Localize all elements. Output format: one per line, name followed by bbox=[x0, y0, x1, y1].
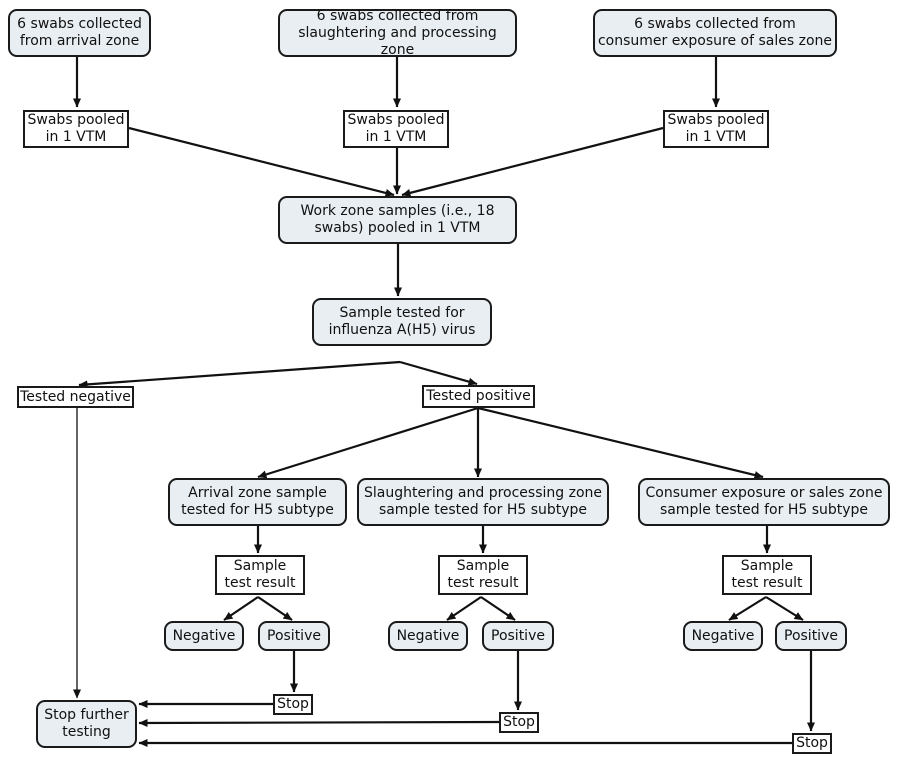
subtype-test-slaughtering: Slaughtering and processing zone sample … bbox=[357, 478, 609, 526]
arrow-result-to-negative-arrival bbox=[223, 596, 259, 621]
result-arrival: Sample test result bbox=[215, 555, 305, 595]
arrow-pool-sales-to-work-zone bbox=[401, 126, 664, 197]
pool-arrival-zone: Swabs pooled in 1 VTM bbox=[23, 110, 129, 148]
tested-positive: Tested positive bbox=[422, 385, 535, 408]
negative-arrival: Negative bbox=[164, 621, 244, 651]
negative-sales: Negative bbox=[683, 621, 763, 651]
positive-slaughtering: Positive bbox=[482, 621, 554, 651]
stop-sales: Stop bbox=[792, 733, 832, 754]
influenza-test: Sample tested for influenza A(H5) virus bbox=[312, 298, 492, 346]
negative-slaughtering: Negative bbox=[388, 621, 468, 651]
arrow-positive-to-sales-subtype bbox=[477, 406, 764, 479]
collect-sales-zone: 6 swabs collected from consumer exposure… bbox=[593, 9, 837, 57]
subtype-test-arrival: Arrival zone sample tested for H5 subtyp… bbox=[168, 478, 347, 526]
arrow-result-to-negative-sales bbox=[728, 596, 767, 621]
arrow-result-to-positive-arrival bbox=[257, 596, 293, 621]
arrow-result-to-negative-slaughtering bbox=[446, 596, 482, 621]
pool-slaughtering-zone: Swabs pooled in 1 VTM bbox=[343, 110, 449, 148]
tested-negative: Tested negative bbox=[17, 386, 134, 408]
stop-slaughtering: Stop bbox=[499, 712, 539, 733]
arrow-positive-to-arrival-subtype bbox=[257, 406, 479, 479]
arrow-stop-slaughtering-to-final bbox=[138, 718, 500, 727]
stop-further-testing: Stop further testing bbox=[36, 700, 137, 748]
work-zone-pool: Work zone samples (i.e., 18 swabs) poole… bbox=[278, 196, 517, 244]
collect-arrival-zone: 6 swabs collected from arrival zone bbox=[8, 9, 151, 57]
pool-sales-zone: Swabs pooled in 1 VTM bbox=[663, 110, 769, 148]
positive-sales: Positive bbox=[775, 621, 847, 651]
arrow-pool-arrival-to-work-zone bbox=[128, 126, 395, 197]
positive-arrival: Positive bbox=[258, 621, 330, 651]
arrow-influenza-to-negative bbox=[78, 360, 401, 389]
subtype-test-sales: Consumer exposure or sales zone sample t… bbox=[638, 478, 890, 526]
arrow-result-to-positive-sales bbox=[765, 596, 804, 621]
collect-slaughtering-zone: 6 swabs collected from slaughtering and … bbox=[278, 8, 517, 58]
stop-arrival: Stop bbox=[273, 694, 313, 715]
arrow-result-to-positive-slaughtering bbox=[480, 596, 516, 621]
result-slaughtering: Sample test result bbox=[438, 555, 528, 595]
arrow-influenza-to-positive bbox=[399, 360, 478, 386]
result-sales: Sample test result bbox=[722, 555, 812, 595]
